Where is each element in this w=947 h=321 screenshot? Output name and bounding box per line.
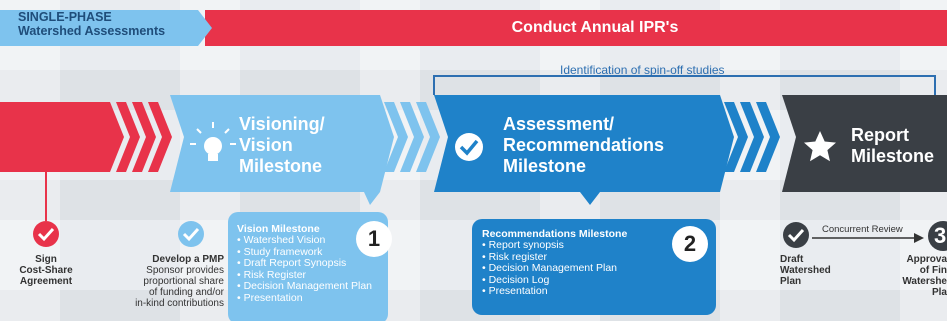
final-number: 3: [934, 223, 947, 248]
recommendations-card-content: Recommendations Milestone • Report synop…: [482, 228, 627, 298]
report-band: [782, 95, 947, 192]
visioning-line3: Milestone: [239, 156, 323, 176]
spinoff-label: Identification of spin-off studies: [560, 63, 725, 77]
concurrent-review-label: Concurrent Review: [822, 224, 903, 235]
red-chevron-3: [148, 102, 172, 172]
ipr-label: Conduct Annual IPR's: [511, 19, 679, 36]
ipr-banner: [205, 10, 947, 46]
final-number-circle: [928, 221, 947, 251]
recommendations-item: • Report synopsis: [482, 239, 564, 251]
vision-item: • Draft Report Synopsis: [237, 257, 347, 269]
recommendations-item: • Decision Log: [482, 273, 550, 286]
visioning-stage-label: Visioning/ Vision Milestone: [239, 114, 325, 177]
lb-chevron-1: [384, 102, 408, 172]
red-chevron-1: [116, 102, 140, 172]
report-line2: Milestone: [851, 146, 935, 166]
visioning-line2: Vision: [239, 135, 293, 155]
report-stage-label: Report Milestone: [851, 125, 934, 167]
draft-milestone-text: Draft Watershed Plan: [780, 254, 831, 287]
blue-chevron-1: [724, 102, 748, 172]
vision-card-title: Vision Milestone: [237, 223, 320, 235]
approval-line1: Approva: [906, 254, 947, 265]
blue-chevron-3: [756, 102, 780, 172]
lb-chevron-2: [400, 102, 424, 172]
pmp-milestone-text: Develop a PMP Sponsor provides proportio…: [108, 254, 224, 309]
draft-line2: Watershed: [780, 265, 831, 276]
phase-label: SINGLE-PHASE Watershed Assessments: [18, 10, 165, 38]
assessment-line2: Recommendations: [503, 135, 665, 155]
vision-card-content: Vision Milestone • Watershed Vision • St…: [237, 223, 372, 304]
recommendations-item: • Presentation: [482, 285, 548, 297]
approval-line2: of Fin: [919, 265, 947, 276]
assessment-line1: Assessment/: [503, 114, 615, 134]
recommendations-item: • Risk register: [482, 250, 547, 263]
recommendations-card-title: Recommendations Milestone: [482, 228, 628, 240]
report-line1: Report: [851, 125, 909, 145]
recommendations-item: • Decision Management Plan: [482, 262, 617, 274]
assessment-stage-label: Assessment/ Recommendations Milestone: [503, 114, 664, 177]
vision-item: • Presentation: [237, 291, 303, 304]
red-chevron-2: [132, 102, 156, 172]
approval-line4: Pla: [931, 287, 947, 298]
vision-item: • Watershed Vision: [237, 234, 326, 246]
sign-line2: Cost-Share: [19, 265, 73, 276]
approval-milestone-text: Approva of Fin Watershe Pla: [880, 254, 947, 298]
vision-card: [228, 212, 388, 321]
sign-milestone-text: Sign Cost-Share Agreement: [0, 254, 92, 287]
spinoff-bracket: [433, 75, 936, 95]
pmp-line3: of funding and/or: [148, 287, 224, 298]
vision-item: • Study framework: [237, 245, 323, 258]
pmp-line4: in-kind contributions: [135, 298, 224, 309]
pmp-title: Develop a PMP: [152, 254, 224, 265]
assessment-line3: Milestone: [503, 156, 587, 176]
pmp-line2: proportional share: [143, 276, 224, 287]
phase-arrow: [0, 10, 212, 46]
phase-line2: Watershed Assessments: [18, 24, 166, 38]
recommendations-number-badge: 2: [672, 226, 708, 262]
vision-number-badge: 1: [356, 221, 392, 257]
draft-line3: Plan: [780, 276, 802, 287]
assessment-band: [434, 95, 734, 205]
check-circle-icon: [455, 133, 483, 161]
draft-line1: Draft: [780, 254, 804, 265]
blue-chevron-2: [740, 102, 764, 172]
recommendations-card: [472, 219, 716, 315]
approval-line3: Watershe: [902, 276, 947, 287]
sign-check-icon: [33, 221, 59, 247]
star-icon: [804, 131, 836, 162]
pmp-check-icon: [178, 221, 204, 247]
vision-band: [170, 95, 394, 205]
red-band: [0, 102, 124, 172]
sign-line3: Agreement: [19, 276, 73, 287]
lightbulb-icon: [190, 122, 236, 161]
vision-item: • Decision Management Plan: [237, 280, 372, 292]
sign-line1: Sign: [35, 254, 57, 265]
draft-check-icon: [783, 222, 809, 248]
pmp-line1: Sponsor provides: [146, 265, 224, 276]
visioning-line1: Visioning/: [239, 114, 325, 134]
phase-line1: SINGLE-PHASE: [18, 10, 112, 24]
lb-chevron-3: [416, 102, 440, 172]
vision-item: • Risk Register: [237, 268, 307, 281]
